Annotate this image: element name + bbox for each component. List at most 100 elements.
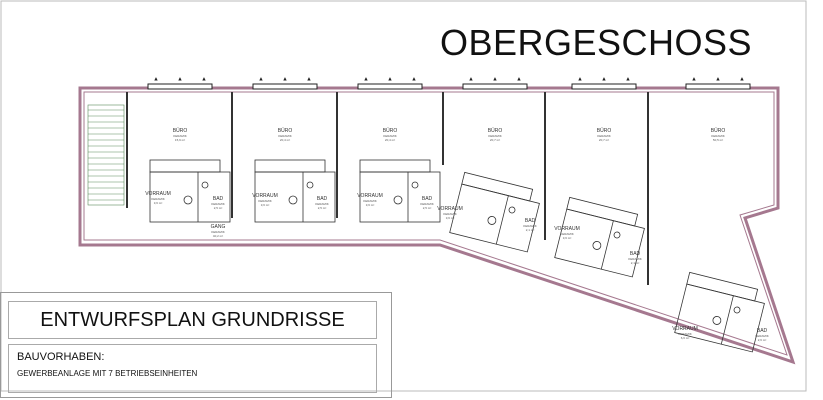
room-area: 3,6 m² — [261, 203, 270, 207]
room-name: BAD — [525, 218, 536, 224]
toilet-icon — [183, 195, 193, 205]
outer-wall — [78, 86, 796, 365]
room-area: 2,1 m² — [526, 228, 535, 232]
window — [462, 83, 528, 90]
room-floor: KERAMIK — [678, 332, 692, 336]
room-name: VORRAUM — [437, 206, 463, 212]
sink-icon — [733, 306, 741, 314]
room-floor: KERAMIK — [173, 134, 187, 138]
room-name: VORRAUM — [554, 226, 580, 232]
floor-title: OBERGESCHOSS — [440, 22, 753, 63]
sink-icon — [411, 181, 419, 189]
room-area: 50,5 m² — [713, 138, 723, 142]
sanitary-core — [149, 159, 231, 223]
room-floor: KERAMIK — [711, 134, 725, 138]
room-area: 3,6 m² — [366, 203, 375, 207]
room-area: 20,7 m² — [599, 138, 609, 142]
window-mark: ▲ — [693, 77, 696, 81]
window-mark: ▲ — [518, 77, 521, 81]
room-floor: KERAMIK — [211, 230, 225, 234]
room-floor: KERAMIK — [597, 134, 611, 138]
room-name: BÜRO — [711, 127, 726, 134]
room-name: BÜRO — [278, 127, 293, 134]
toilet-icon — [592, 241, 602, 250]
sink-icon — [201, 181, 209, 189]
room-floor: KERAMIK — [258, 199, 272, 203]
room-area: 3,6 m² — [446, 216, 455, 220]
window-mark: ▲ — [389, 77, 392, 81]
sheet-border — [0, 0, 807, 392]
room-name: VORRAUM — [672, 326, 698, 332]
project-label: BAUVORHABEN: — [17, 351, 105, 363]
room-name: GANG — [211, 224, 226, 230]
room-area: 6,6 m² — [681, 336, 690, 340]
room-name: BÜRO — [173, 127, 188, 134]
room-floor: KERAMIK — [383, 134, 397, 138]
sanitary-core — [359, 159, 441, 223]
window-mark: ▲ — [179, 77, 182, 81]
sink-icon — [613, 231, 621, 239]
sanitary-core — [449, 171, 540, 253]
window-mark: ▲ — [470, 77, 473, 81]
sanitary-core — [674, 271, 765, 353]
room-name: BÜRO — [383, 127, 398, 134]
toilet-icon — [393, 195, 403, 205]
room-name: VORRAUM — [357, 193, 383, 199]
room-name: BAD — [422, 196, 433, 202]
room-area: 2,5 m² — [214, 206, 223, 210]
window-mark: ▲ — [603, 77, 606, 81]
window — [147, 83, 213, 90]
room-name: BÜRO — [597, 127, 612, 134]
room-name: BÜRO — [488, 127, 503, 134]
window — [357, 83, 423, 90]
room-floor: KERAMIK — [151, 197, 165, 201]
room-floor: KERAMIK — [560, 232, 574, 236]
room-floor: KERAMIK — [211, 202, 225, 206]
room-area: 3,6 m² — [563, 236, 572, 240]
staircase — [87, 104, 125, 206]
room-floor: KERAMIK — [363, 199, 377, 203]
window-mark: ▲ — [717, 77, 720, 81]
sanitary-core — [554, 196, 645, 278]
room-name: BAD — [630, 251, 641, 257]
inner-wall — [83, 91, 788, 356]
room-floor: KERAMIK — [315, 202, 329, 206]
room-area: 40,2 m² — [213, 234, 223, 238]
toilet-icon — [288, 195, 298, 205]
window-mark: ▲ — [203, 77, 206, 81]
room-floor: KERAMIK — [523, 224, 537, 228]
window-mark: ▲ — [579, 77, 582, 81]
window — [571, 83, 637, 90]
window-mark: ▲ — [365, 77, 368, 81]
room-floor: KERAMIK — [628, 257, 642, 261]
room-area: 20,4 m² — [280, 138, 290, 142]
room-area: 20,7 m² — [490, 138, 500, 142]
room-floor: KERAMIK — [420, 202, 434, 206]
room-area: 15,9 m² — [175, 138, 185, 142]
room-name: VORRAUM — [145, 191, 171, 197]
sanitary-core — [254, 159, 336, 223]
room-name: BAD — [317, 196, 328, 202]
window-mark: ▲ — [741, 77, 744, 81]
sink-icon — [508, 206, 516, 214]
stair-outline — [87, 104, 125, 206]
title-block: ENTWURFSPLAN GRUNDRISSE BAUVORHABEN: GEW… — [0, 292, 392, 398]
room-floor: KERAMIK — [278, 134, 292, 138]
